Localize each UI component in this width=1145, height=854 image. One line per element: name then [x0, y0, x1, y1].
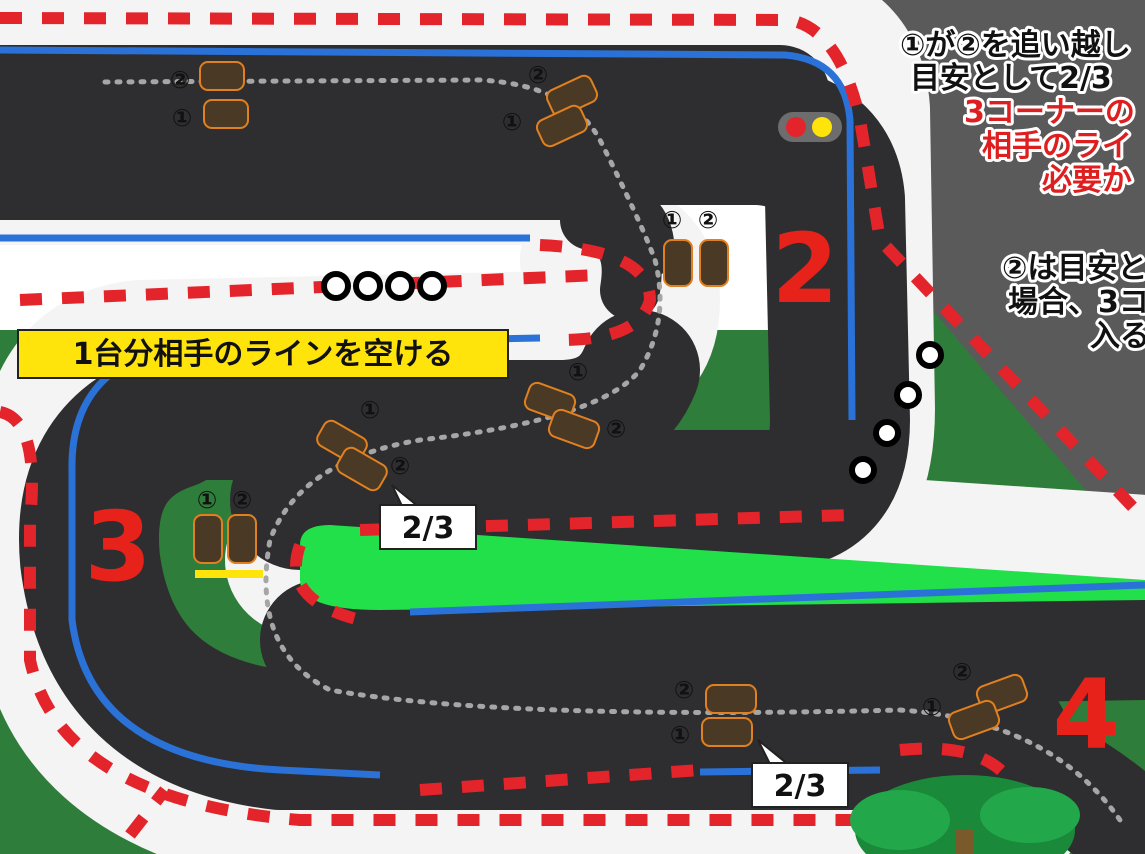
- note-line: 3コーナーの: [964, 95, 1135, 130]
- callout-corner-3: 2/3: [379, 484, 477, 550]
- corner-2-number: 2: [772, 213, 839, 325]
- marker-one: ①: [360, 396, 380, 424]
- callout-text-corner-4: 2/3: [774, 769, 827, 804]
- banner-text: 1台分相手のラインを空ける: [73, 337, 454, 372]
- marker-one: ①: [922, 693, 942, 721]
- note-line: 場合、3コ: [1008, 285, 1145, 320]
- corner-3-number: 3: [85, 491, 152, 603]
- notes-middle: ②は目安と 場合、3コ 入る: [999, 248, 1145, 357]
- marker-two: ②: [952, 658, 972, 686]
- race-car-icon: [227, 514, 257, 564]
- notes-top: ①が②を追い越し 目安として2/3 3コーナーの 相手のライ 必要か: [897, 25, 1138, 201]
- race-car-icon: [705, 684, 757, 714]
- race-car-icon: [701, 717, 753, 747]
- race-car-icon: [203, 99, 249, 129]
- note-line: ②は目安と: [1002, 251, 1145, 286]
- race-car-icon: [336, 446, 388, 492]
- marker-one: ①: [502, 108, 522, 136]
- marker-one: ①: [670, 721, 690, 749]
- marker-two: ②: [390, 452, 410, 480]
- race-car-icon: [663, 239, 693, 287]
- start-line: [195, 570, 263, 578]
- marker-one: ①: [172, 104, 192, 132]
- start-lights: [321, 271, 944, 484]
- note-line: 目安として2/3: [910, 61, 1112, 96]
- marker-one: ①: [197, 486, 217, 514]
- marker-two: ②: [606, 415, 626, 443]
- traffic-light-icon: [778, 112, 842, 142]
- note-line: 必要か: [1042, 163, 1132, 198]
- marker-two: ②: [170, 66, 190, 94]
- callout-text-corner-3: 2/3: [402, 511, 455, 546]
- note-line: 入る: [1090, 319, 1145, 354]
- marker-one: ①: [568, 358, 588, 386]
- palm-tree-icon: [850, 775, 1080, 854]
- marker-two: ②: [674, 676, 694, 704]
- race-car-icon: [535, 104, 589, 148]
- car-markers: ② ① ② ① ① ② ① ② ① ② ① ② ② ① ② ①: [170, 61, 972, 749]
- corner-4-number: 4: [1053, 659, 1120, 771]
- race-car-icon: [199, 61, 245, 91]
- marker-one: ①: [662, 206, 682, 234]
- marker-two: ②: [528, 61, 548, 89]
- marker-two: ②: [698, 206, 718, 234]
- marker-two: ②: [232, 486, 252, 514]
- note-line: 相手のライ: [982, 129, 1132, 164]
- note-line: ①が②を追い越し: [900, 28, 1131, 63]
- callout-corner-4: 2/3: [751, 739, 849, 808]
- infield-grass: [300, 525, 1145, 610]
- cars: [193, 61, 1029, 747]
- race-car-icon: [699, 239, 729, 287]
- race-car-icon: [547, 408, 601, 450]
- race-car-icon: [947, 699, 1001, 741]
- banner: 1台分相手のラインを空ける: [17, 329, 509, 379]
- race-car-icon: [193, 514, 223, 564]
